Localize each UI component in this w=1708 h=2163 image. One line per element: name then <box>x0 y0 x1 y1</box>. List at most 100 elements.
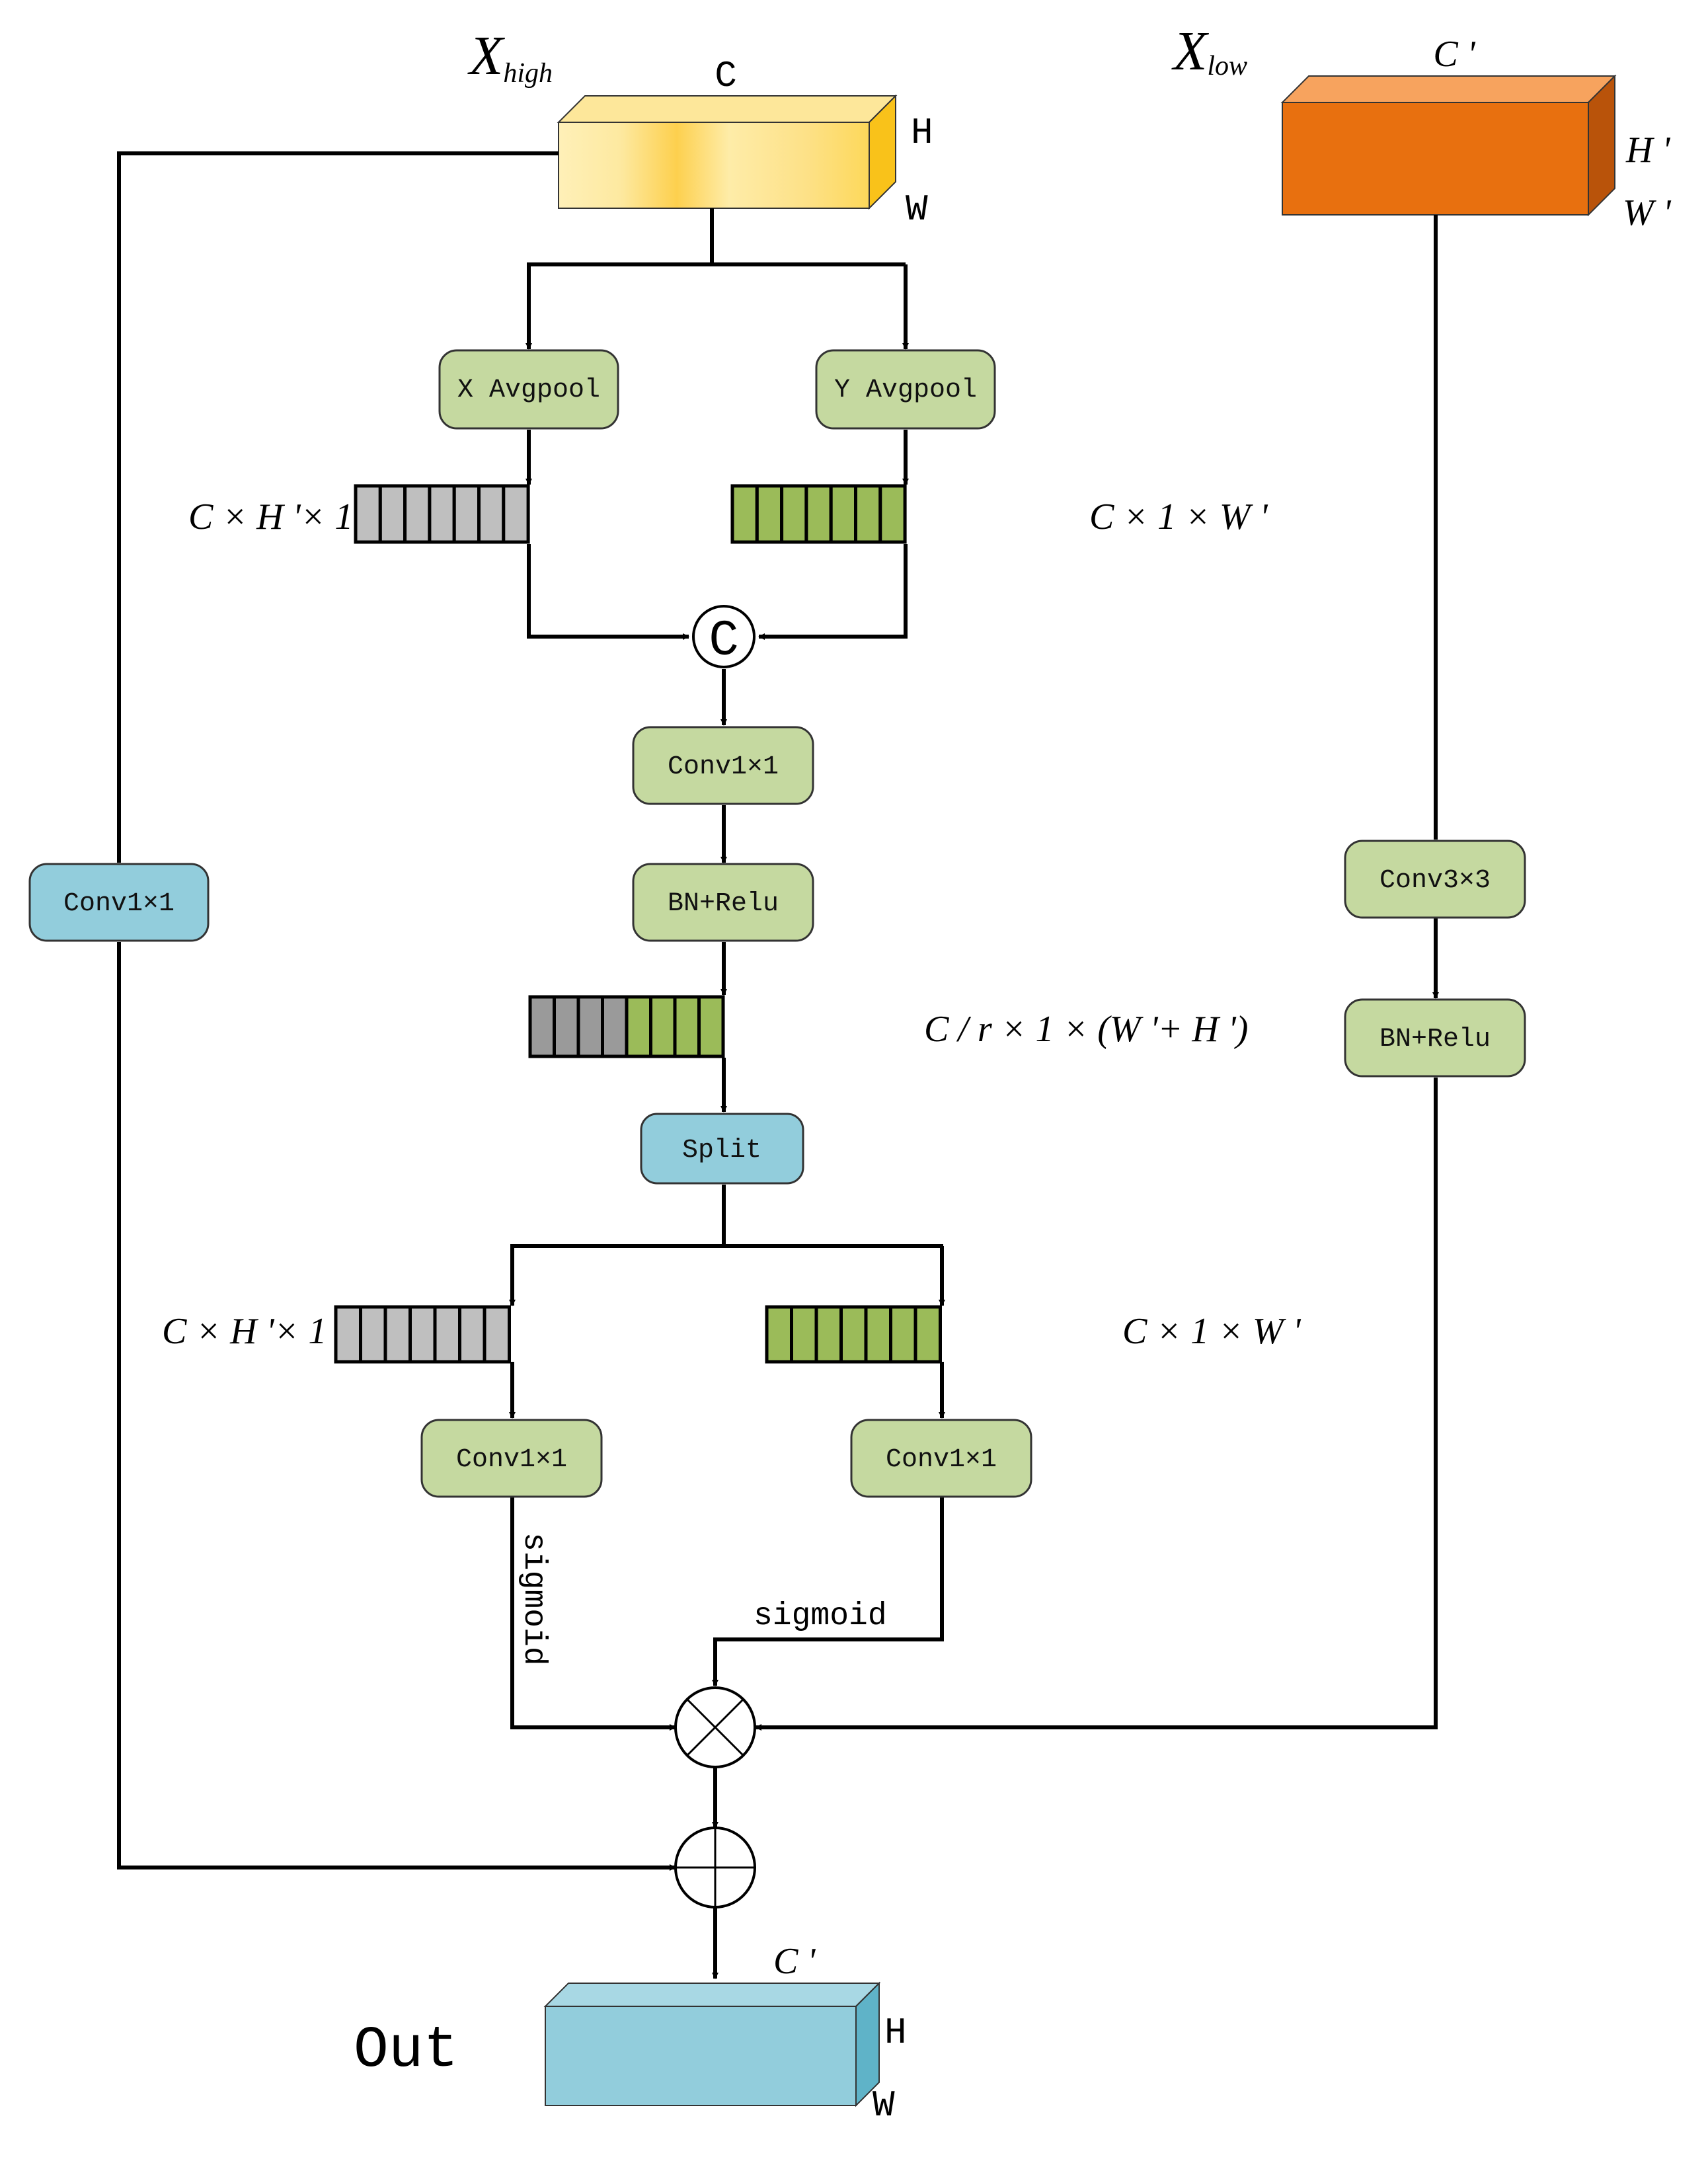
x-high-w-label: W <box>906 188 928 231</box>
low-conv3-label: Conv3×3 <box>1379 866 1491 896</box>
split-label: Split <box>682 1136 761 1165</box>
left-branch-vector-cell <box>458 1305 486 1364</box>
x-avgpool-box: X Avgpool <box>438 349 619 430</box>
x-low-symbol: Xlow <box>1171 20 1247 82</box>
right-branch-conv-box: Conv1×1 <box>850 1419 1032 1498</box>
out-c-label: C ' <box>773 1941 816 1982</box>
out-front-face <box>545 2006 857 2106</box>
merged-vector <box>528 995 725 1058</box>
concat-node: C <box>692 605 756 670</box>
x-pooled-vector-cell <box>477 484 506 544</box>
merged-vector-cell <box>697 995 725 1058</box>
x-pooled-vector <box>354 484 530 544</box>
connectors <box>117 151 1439 1979</box>
right-branch-vector-cell <box>839 1305 868 1364</box>
out-w-label: W <box>873 2084 895 2127</box>
out-h-label: H <box>884 2012 907 2054</box>
right-branch-vector <box>765 1305 942 1364</box>
x-high-top-face <box>557 95 898 123</box>
middle-bn-label: BN+Relu <box>668 889 779 919</box>
y-pooled-vector-cell <box>755 484 784 544</box>
left-branch-vector-cell <box>433 1305 461 1364</box>
y-pooled-vector-cell <box>780 484 808 544</box>
merged-vector-cell <box>553 995 580 1058</box>
out-label: Out <box>354 2018 458 2084</box>
left-branch-vector-label: C × H '× 1 <box>162 1311 327 1352</box>
merged-vector-cell <box>528 995 556 1058</box>
right-branch-vector-cell <box>765 1305 793 1364</box>
y-pooled-vector-cell <box>878 484 907 544</box>
x-low-c-label: C ' <box>1433 34 1475 75</box>
x-pooled-vector-cell <box>428 484 456 544</box>
x-pooled-vector-cell <box>354 484 382 544</box>
arrow-x-vector-to-concat <box>527 544 689 640</box>
merged-vector-cell <box>625 995 652 1058</box>
x-low-h-label: H ' <box>1625 130 1670 171</box>
merged-vector-label: C / r × 1 × (W '+ H ') <box>924 1009 1248 1050</box>
arrow-low-to-multiply <box>755 1078 1438 1731</box>
x-low-front-face <box>1282 102 1589 216</box>
x-high-tensor <box>557 94 898 210</box>
left-branch-vector-cell <box>483 1305 511 1364</box>
y-avgpool-label: Y Avgpool <box>834 375 977 405</box>
out-top-face <box>543 1983 881 2007</box>
y-pooled-vector-cell <box>804 484 833 544</box>
y-pooled-vector-cell <box>829 484 857 544</box>
x-high-symbol: Xhigh <box>467 25 553 89</box>
x-high-front-face <box>558 122 870 209</box>
left-branch-vector-cell <box>408 1305 437 1364</box>
low-conv3-box: Conv3×3 <box>1344 840 1526 919</box>
arrow-right-conv-to-multiply <box>712 1497 944 1686</box>
merged-vector-cell <box>673 995 701 1058</box>
left-branch-conv-box: Conv1×1 <box>420 1419 603 1498</box>
y-pooled-vector <box>730 484 907 544</box>
multiply-node <box>674 1686 756 1768</box>
merged-vector-cell <box>601 995 629 1058</box>
x-pooled-vector-cell <box>452 484 481 544</box>
merged-vector-cell <box>649 995 677 1058</box>
left-branch-vector-cell <box>334 1305 362 1364</box>
left-sigmoid-label: sigmoid <box>516 1532 551 1666</box>
x-pooled-vector-label: C × H '× 1 <box>188 496 353 537</box>
right-branch-conv-label: Conv1×1 <box>886 1445 997 1475</box>
x-pooled-vector-cell <box>378 484 407 544</box>
left-branch-vector-cell <box>359 1305 387 1364</box>
middle-conv-label: Conv1×1 <box>668 752 779 782</box>
concat-symbol: C <box>709 613 739 670</box>
x-avgpool-label: X Avgpool <box>457 375 600 405</box>
x-high-h-label: H <box>911 112 933 154</box>
x-high-c-label: C <box>715 55 737 97</box>
y-pooled-vector-cell <box>730 484 759 544</box>
left-branch-vector <box>334 1305 511 1364</box>
x-low-tensor <box>1280 74 1617 217</box>
y-avgpool-box: Y Avgpool <box>815 349 996 430</box>
arrow-shortcut-to-add <box>117 942 676 1871</box>
left-branch-vector-cell <box>383 1305 412 1364</box>
arrow-y-vector-to-concat <box>758 544 908 640</box>
split-box: Split <box>640 1113 804 1185</box>
x-pooled-vector-cell <box>502 484 530 544</box>
y-pooled-vector-label: C × 1 × W ' <box>1089 496 1268 537</box>
shortcut-conv-box: Conv1×1 <box>28 863 210 942</box>
right-branch-vector-cell <box>814 1305 843 1364</box>
x-pooled-vector-cell <box>403 484 432 544</box>
shortcut-conv-label: Conv1×1 <box>63 889 175 919</box>
low-bn-box: BN+Relu <box>1344 998 1526 1078</box>
right-sigmoid-label: sigmoid <box>754 1598 887 1634</box>
middle-conv-box: Conv1×1 <box>632 726 814 805</box>
x-low-top-face <box>1280 75 1617 103</box>
right-branch-vector-cell <box>790 1305 818 1364</box>
right-branch-vector-cell <box>864 1305 892 1364</box>
x-low-w-label: W ' <box>1623 192 1672 233</box>
right-branch-vector-cell <box>889 1305 917 1364</box>
low-bn-label: BN+Relu <box>1379 1025 1491 1054</box>
arrow-left-conv-to-multiply <box>510 1497 676 1731</box>
connector-shortcut-down <box>117 151 559 863</box>
merged-vector-cell <box>576 995 604 1058</box>
out-tensor <box>543 1981 881 2107</box>
left-branch-conv-label: Conv1×1 <box>456 1445 567 1475</box>
add-node <box>674 1827 756 1908</box>
right-branch-vector-cell <box>913 1305 942 1364</box>
middle-bn-box: BN+Relu <box>632 863 814 942</box>
